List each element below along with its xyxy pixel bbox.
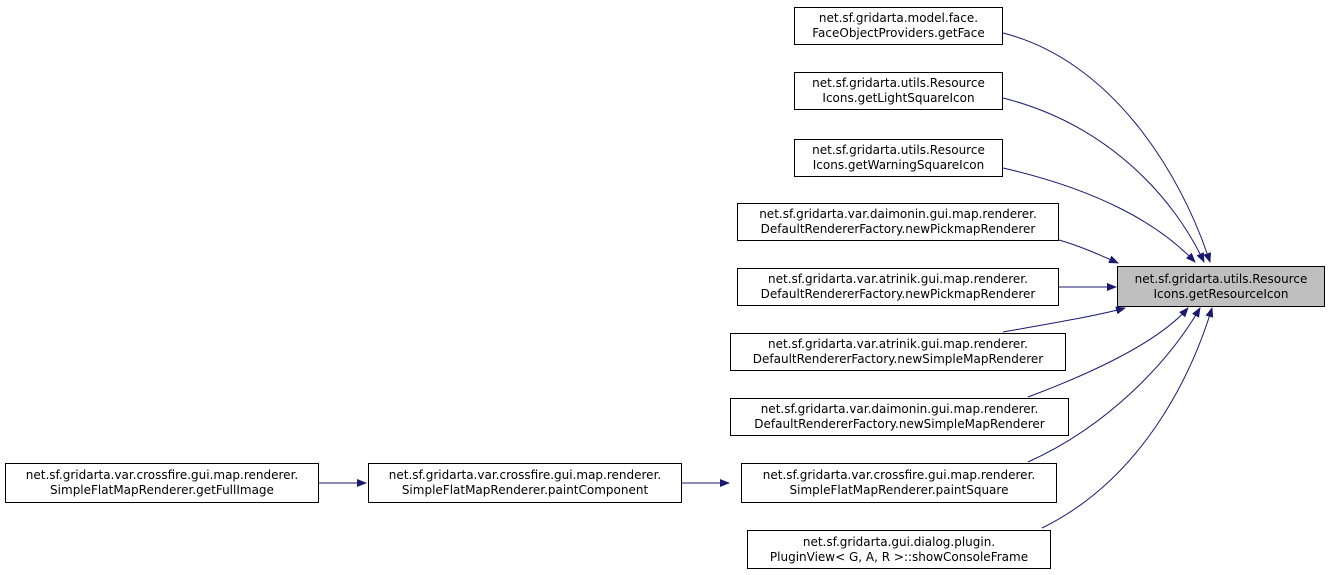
edge-daimonin-simple-to-target	[1027, 307, 1189, 398]
edge-paintsquare-to-target	[1027, 307, 1201, 463]
node-label-line2: Icons.getWarningSquareIcon	[812, 158, 985, 172]
node-getface[interactable]: net.sf.gridarta.model.face. FaceObjectPr…	[794, 7, 1003, 45]
edge-lightsquare-to-target	[1002, 97, 1205, 263]
edge-atrinik-simple-to-target	[1002, 306, 1126, 333]
node-atrinik-newsimplemaprenderer[interactable]: net.sf.gridarta.var.atrinik.gui.map.rend…	[730, 333, 1066, 371]
node-label-line1: net.sf.gridarta.utils.Resource	[812, 143, 985, 157]
node-getwarningsquareicon[interactable]: net.sf.gridarta.utils.Resource Icons.get…	[794, 139, 1003, 177]
node-label-line2: Icons.getResourceIcon	[1153, 286, 1289, 301]
node-label-line2: FaceObjectProviders.getFace	[812, 26, 985, 40]
node-label-line2: Icons.getLightSquareIcon	[822, 91, 975, 105]
node-label-line1: net.sf.gridarta.var.crossfire.gui.map.re…	[25, 468, 299, 482]
edge-warningsquare-to-target	[1002, 167, 1196, 263]
node-label-line1: net.sf.gridarta.var.crossfire.gui.map.re…	[388, 468, 662, 482]
node-daimonin-newsimplemaprenderer[interactable]: net.sf.gridarta.var.daimonin.gui.map.ren…	[730, 398, 1069, 436]
node-label-line1: net.sf.gridarta.model.face.	[818, 11, 979, 25]
node-daimonin-newpickmaprenderer[interactable]: net.sf.gridarta.var.daimonin.gui.map.ren…	[737, 203, 1059, 241]
node-label-line1: net.sf.gridarta.gui.dialog.plugin.	[802, 534, 996, 549]
node-showconsoleframe[interactable]: net.sf.gridarta.gui.dialog.plugin. Plugi…	[747, 530, 1051, 569]
node-label-line1: net.sf.gridarta.var.atrinik.gui.map.rend…	[768, 272, 1028, 286]
edge-getface-to-target	[1002, 32, 1212, 263]
node-label-line2: DefaultRendererFactory.newPickmapRendere…	[760, 222, 1036, 236]
node-getlightsquareicon[interactable]: net.sf.gridarta.utils.Resource Icons.get…	[794, 72, 1003, 110]
node-label-line1: net.sf.gridarta.var.daimonin.gui.map.ren…	[760, 402, 1039, 416]
node-label-line1: net.sf.gridarta.utils.Resource	[812, 76, 985, 90]
node-getfullimage[interactable]: net.sf.gridarta.var.crossfire.gui.map.re…	[5, 463, 319, 503]
node-label-line1: net.sf.gridarta.var.daimonin.gui.map.ren…	[759, 207, 1037, 221]
node-label-line2: SimpleFlatMapRenderer.paintComponent	[401, 483, 649, 497]
node-label-line1: net.sf.gridarta.var.crossfire.gui.map.re…	[762, 468, 1036, 482]
edge-showconsole-to-target	[1041, 307, 1214, 529]
node-label-line2: DefaultRendererFactory.newSimpleMapRende…	[752, 352, 1044, 366]
node-label-line2: SimpleFlatMapRenderer.getFullImage	[50, 483, 274, 497]
node-label-line1: net.sf.gridarta.utils.Resource	[1134, 271, 1308, 286]
node-label-line2: PluginView< G, A, R >::showConsoleFrame	[769, 549, 1029, 564]
edge-daimonin-pickmap-to-target	[1058, 239, 1119, 264]
node-label-line2: DefaultRendererFactory.newPickmapRendere…	[760, 287, 1036, 301]
node-paintsquare[interactable]: net.sf.gridarta.var.crossfire.gui.map.re…	[741, 463, 1057, 503]
node-label-line1: net.sf.gridarta.var.atrinik.gui.map.rend…	[768, 337, 1028, 351]
node-label-line2: DefaultRendererFactory.newSimpleMapRende…	[754, 417, 1045, 431]
node-target-getresourceicon: net.sf.gridarta.utils.Resource Icons.get…	[1117, 266, 1325, 307]
node-paintcomponent[interactable]: net.sf.gridarta.var.crossfire.gui.map.re…	[368, 463, 682, 503]
node-label-line2: SimpleFlatMapRenderer.paintSquare	[789, 483, 1009, 497]
node-atrinik-newpickmaprenderer[interactable]: net.sf.gridarta.var.atrinik.gui.map.rend…	[737, 268, 1059, 306]
